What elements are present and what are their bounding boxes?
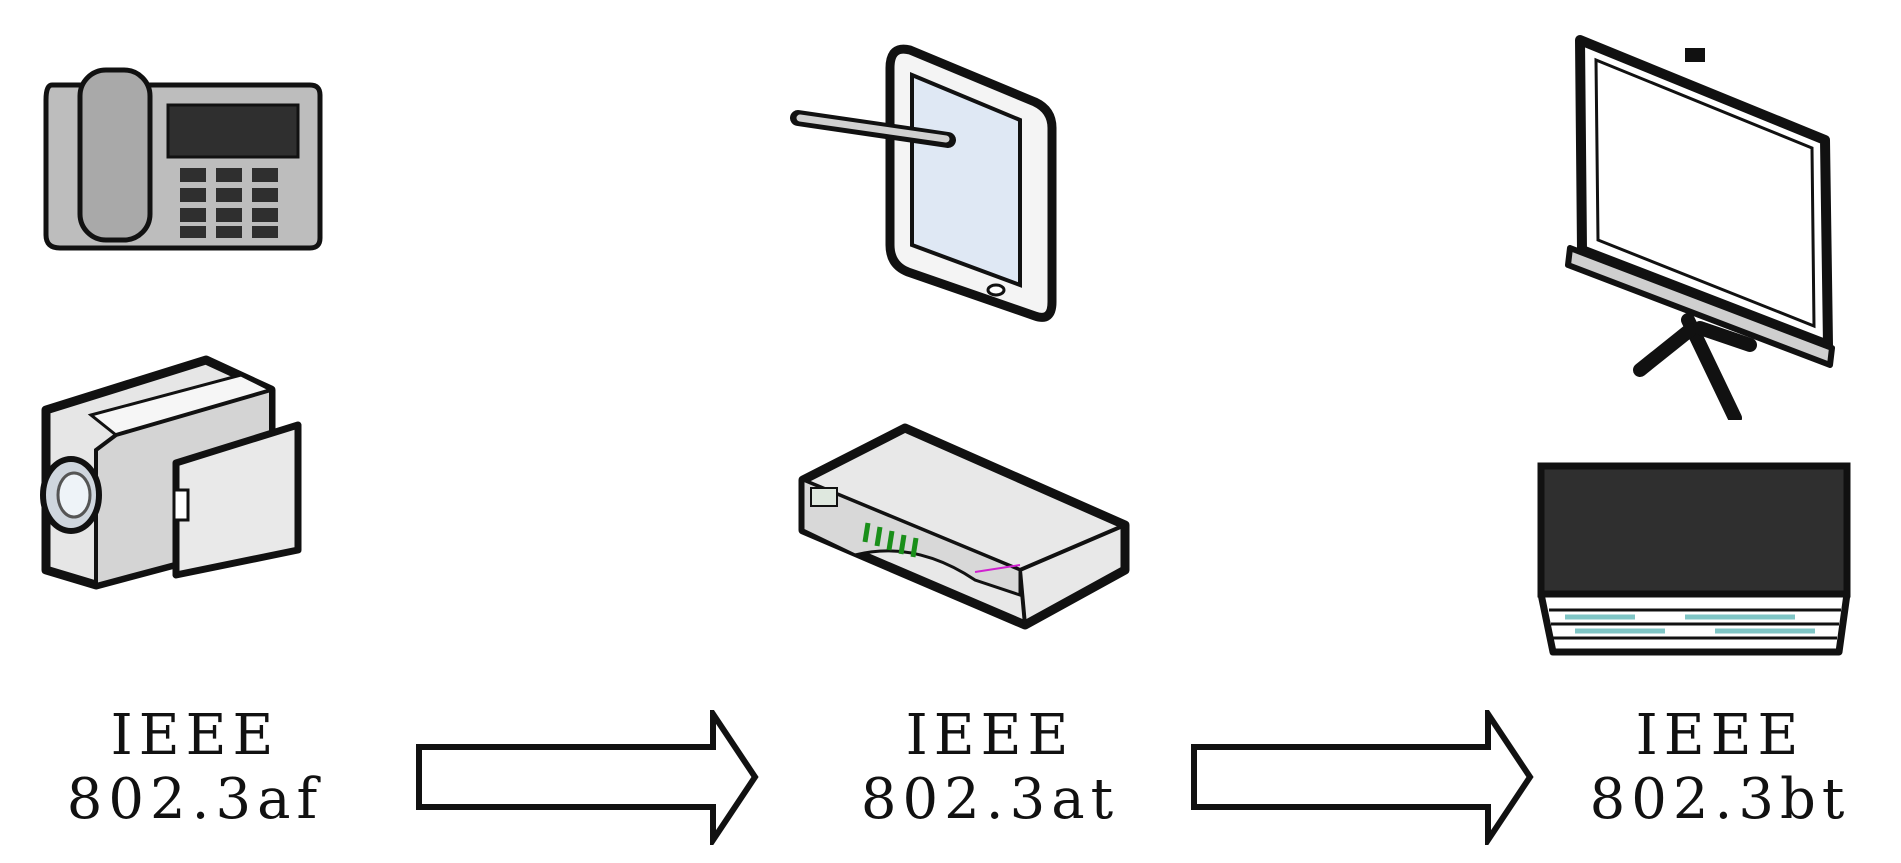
desk-phone-icon [43,67,323,251]
video-camera-icon [40,355,302,590]
stage-label-line2: 802.3bt [1589,767,1851,832]
stage-label-802-3bt: IEEE 802.3bt [1540,704,1900,832]
stage-label-line1: IEEE [110,703,280,768]
network-switch-icon [798,423,1130,630]
stage-label-802-3af: IEEE 802.3af [0,704,390,832]
tablet-icon [790,44,1057,322]
right-arrow [416,710,759,845]
stage-label-802-3at: IEEE 802.3at [795,704,1185,832]
stage-label-line1: IEEE [1635,703,1805,768]
stage-label-line1: IEEE [905,703,1075,768]
projector-screen-icon [1565,35,1835,420]
stage-label-line2: 802.3at [860,767,1120,832]
display-panel-icon [1537,462,1851,656]
right-arrow [1191,710,1534,845]
stage-label-line2: 802.3af [66,767,324,832]
